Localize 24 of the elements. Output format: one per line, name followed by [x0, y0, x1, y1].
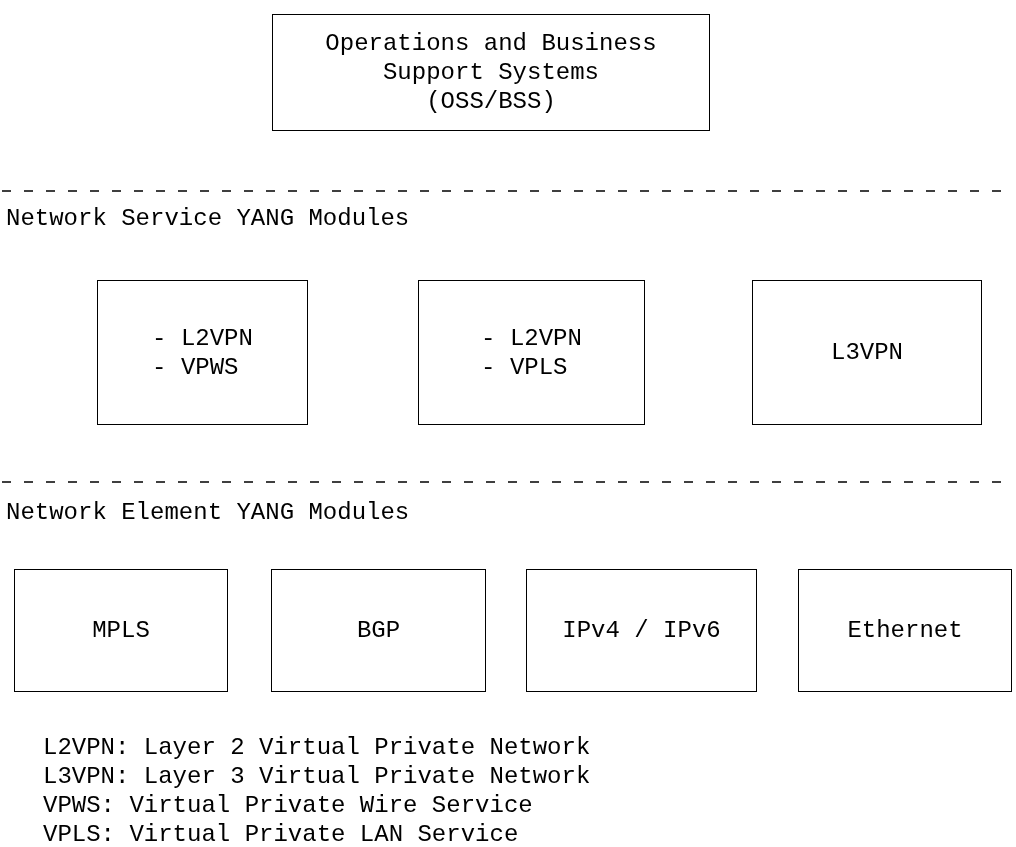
box-label: L3VPN [831, 338, 903, 367]
section-heading: Network Element YANG Modules [6, 498, 410, 527]
box-label: - L2VPN [481, 323, 582, 353]
box-label: - L2VPN [152, 323, 253, 353]
box-label: MPLS [92, 616, 150, 645]
box-label: BGP [356, 616, 401, 645]
glossary-note: L3VPN: Layer 3 Virtual Private Network [43, 762, 591, 791]
glossary-note: L2VPN: Layer 2 Virtual Private Network [43, 733, 591, 762]
box-label: Ethernet [847, 616, 963, 645]
box-label: IPv4 / IPv6 [562, 616, 721, 645]
box-label: Operations and Business Support Systems (OSS/BSS) [324, 29, 658, 116]
module-box [272, 14, 710, 131]
module-box [798, 569, 1012, 692]
glossary-note: VPLS: Virtual Private LAN Service [43, 820, 519, 847]
box-label: - VPWS [152, 352, 239, 382]
module-box [526, 569, 757, 692]
module-box [97, 280, 308, 425]
glossary-note: VPWS: Virtual Private Wire Service [43, 791, 533, 820]
module-box [752, 280, 982, 425]
module-box [14, 569, 228, 692]
section-heading: Network Service YANG Modules [6, 204, 410, 233]
module-box [418, 280, 645, 425]
module-box [271, 569, 486, 692]
box-label: - VPLS [481, 352, 568, 382]
